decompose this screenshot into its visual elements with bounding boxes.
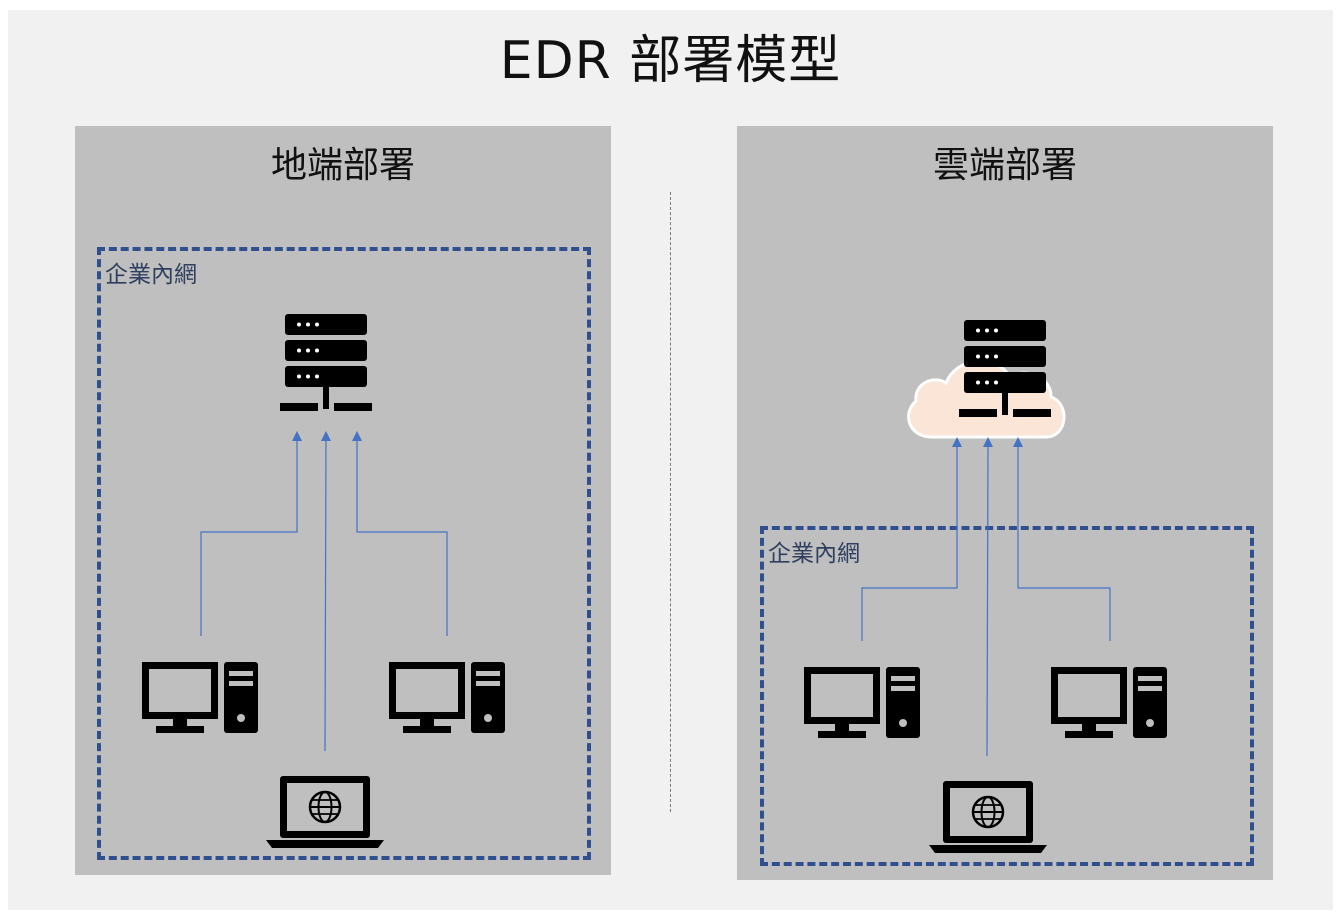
desktop-computer-icon	[142, 662, 258, 733]
desktop-computer-icon	[389, 662, 505, 733]
diagram-title: EDR 部署模型	[499, 31, 842, 91]
desktop-computer-icon	[1051, 667, 1167, 738]
right-connector-lines	[861, 437, 1111, 757]
on-premise-title: 地端部署	[270, 145, 415, 186]
left-connector-lines	[200, 431, 448, 752]
left-intranet-boundary: 企業內網	[97, 247, 591, 860]
left-intranet-label: 企業內網	[105, 262, 197, 288]
laptop-globe-icon	[927, 779, 1049, 855]
server-icon	[280, 314, 372, 411]
cloud-panel: 雲端部署	[737, 126, 1273, 880]
right-intranet-boundary: 企業內網	[760, 526, 1254, 866]
desktop-computer-icon	[804, 667, 920, 738]
cloud-title: 雲端部署	[932, 145, 1077, 186]
panel-divider	[670, 192, 671, 812]
right-intranet-label: 企業內網	[768, 541, 860, 567]
laptop-globe-icon	[264, 774, 386, 850]
